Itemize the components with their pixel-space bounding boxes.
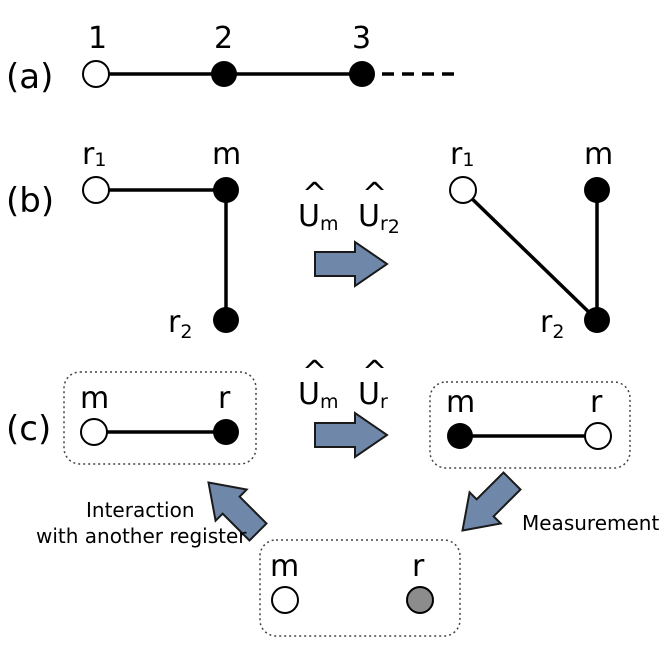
- panel-a-tag: (a): [6, 57, 53, 97]
- chain-node-1: [82, 60, 110, 88]
- b-before-node-r1: [82, 176, 110, 204]
- c-caption-interaction-1: Interaction: [86, 498, 195, 522]
- panel-b-tag: (b): [6, 181, 54, 221]
- c-interaction-arrow: [207, 481, 268, 542]
- c-caption-interaction-2: with another register: [36, 524, 247, 548]
- c-measurement-arrow: [461, 471, 522, 532]
- b-before-node-m: [213, 177, 239, 203]
- b-op-u-r2: Ur2: [358, 199, 400, 238]
- b-before-node-r2: [213, 307, 239, 333]
- b-op-hat-1: ^: [302, 177, 327, 212]
- c-right-node-m: [447, 423, 473, 449]
- c-operator: Um ^ Ur ^: [298, 355, 388, 413]
- c-left-label-r: r: [218, 381, 231, 416]
- c-left-label-m: m: [80, 381, 109, 416]
- c-bottom-register-box: [259, 539, 461, 637]
- b-op-hat-2: ^: [362, 177, 387, 212]
- c-caption-measurement: Measurement: [522, 511, 659, 535]
- c-bottom-node-m: [271, 586, 299, 614]
- b-after-label-m: m: [584, 137, 613, 172]
- b-after-node-m: [584, 177, 610, 203]
- b-before-label-r2: r2: [168, 305, 192, 343]
- c-bottom-label-r: r: [412, 549, 425, 584]
- b-op-u-m: Um: [298, 199, 338, 235]
- b-after-label-r1: r1: [450, 137, 474, 172]
- chain-node-3: [349, 61, 375, 87]
- c-op-hat-2: ^: [362, 355, 387, 390]
- b-after-node-r1: [449, 176, 477, 204]
- c-op-u-r: Ur: [358, 377, 388, 413]
- c-left-node-r: [213, 419, 239, 445]
- chain-label-3: 3: [352, 21, 371, 56]
- c-left-register-box: [63, 371, 257, 465]
- c-op-u-m: Um: [298, 377, 338, 413]
- c-right-label-m: m: [446, 385, 475, 420]
- chain-label-2: 2: [214, 21, 233, 56]
- c-op-hat-1: ^: [302, 355, 327, 390]
- c-bottom-label-m: m: [270, 549, 299, 584]
- b-transform-arrow: [314, 240, 389, 288]
- b-after-node-r2: [584, 307, 610, 333]
- panel-c-tag: (c): [6, 409, 51, 449]
- b-after-label-r2: r2: [540, 305, 564, 343]
- c-right-label-r: r: [590, 385, 603, 420]
- b-operator: Um ^ Ur2 ^: [298, 177, 400, 238]
- chain-label-1: 1: [88, 21, 107, 56]
- c-left-node-m: [80, 418, 108, 446]
- c-right-register-box: [429, 381, 631, 469]
- chain-node-2: [211, 61, 237, 87]
- b-after-edge-r1-r2: [461, 188, 599, 322]
- c-transform-arrow: [314, 411, 389, 459]
- b-before-label-r1: r1: [82, 137, 106, 172]
- b-before-label-m: m: [212, 137, 241, 172]
- c-right-node-r: [584, 422, 612, 450]
- c-bottom-node-r: [406, 586, 434, 614]
